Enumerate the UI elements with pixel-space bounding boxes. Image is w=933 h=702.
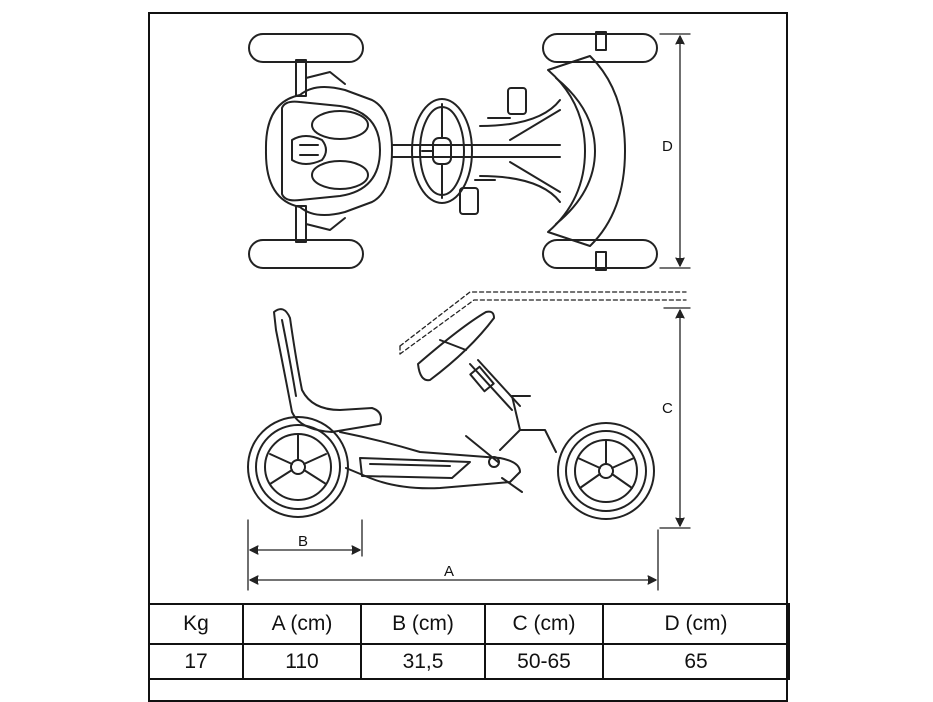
rear-right-wheel <box>248 239 364 269</box>
rear-wheel-side <box>247 416 349 518</box>
value-b: 31,5 <box>360 643 486 680</box>
seat-side <box>273 308 382 433</box>
header-c: C (cm) <box>484 603 604 645</box>
front-left-wheel <box>542 33 658 63</box>
spec-table: Kg A (cm) B (cm) C (cm) D (cm) 17 110 31… <box>148 603 790 680</box>
pedal-right <box>459 187 479 215</box>
front-wheel-side <box>557 422 655 520</box>
spec-header-row: Kg A (cm) B (cm) C (cm) D (cm) <box>148 603 790 645</box>
dimension-c <box>659 307 691 529</box>
label-a: A <box>444 563 454 580</box>
label-b: B <box>298 533 308 550</box>
pedal-left <box>507 87 527 115</box>
header-b: B (cm) <box>360 603 486 645</box>
spec-value-row: 17 110 31,5 50-65 65 <box>148 643 790 680</box>
dimension-b <box>247 519 363 591</box>
label-d: D <box>662 138 673 155</box>
side-view <box>247 291 687 520</box>
seat-top <box>264 85 393 217</box>
steering-wheel-side <box>417 310 495 382</box>
front-right-wheel <box>542 239 658 269</box>
header-d: D (cm) <box>602 603 790 645</box>
value-a: 110 <box>242 643 362 680</box>
steering-wheel-top <box>411 98 473 204</box>
value-kg: 17 <box>148 643 244 680</box>
rear-left-wheel <box>248 33 364 63</box>
top-view <box>248 31 658 271</box>
value-c: 50-65 <box>484 643 604 680</box>
dimension-a <box>249 529 659 591</box>
value-d: 65 <box>602 643 790 680</box>
dimension-d <box>659 33 691 269</box>
label-c: C <box>662 400 673 417</box>
header-kg: Kg <box>148 603 244 645</box>
header-a: A (cm) <box>242 603 362 645</box>
